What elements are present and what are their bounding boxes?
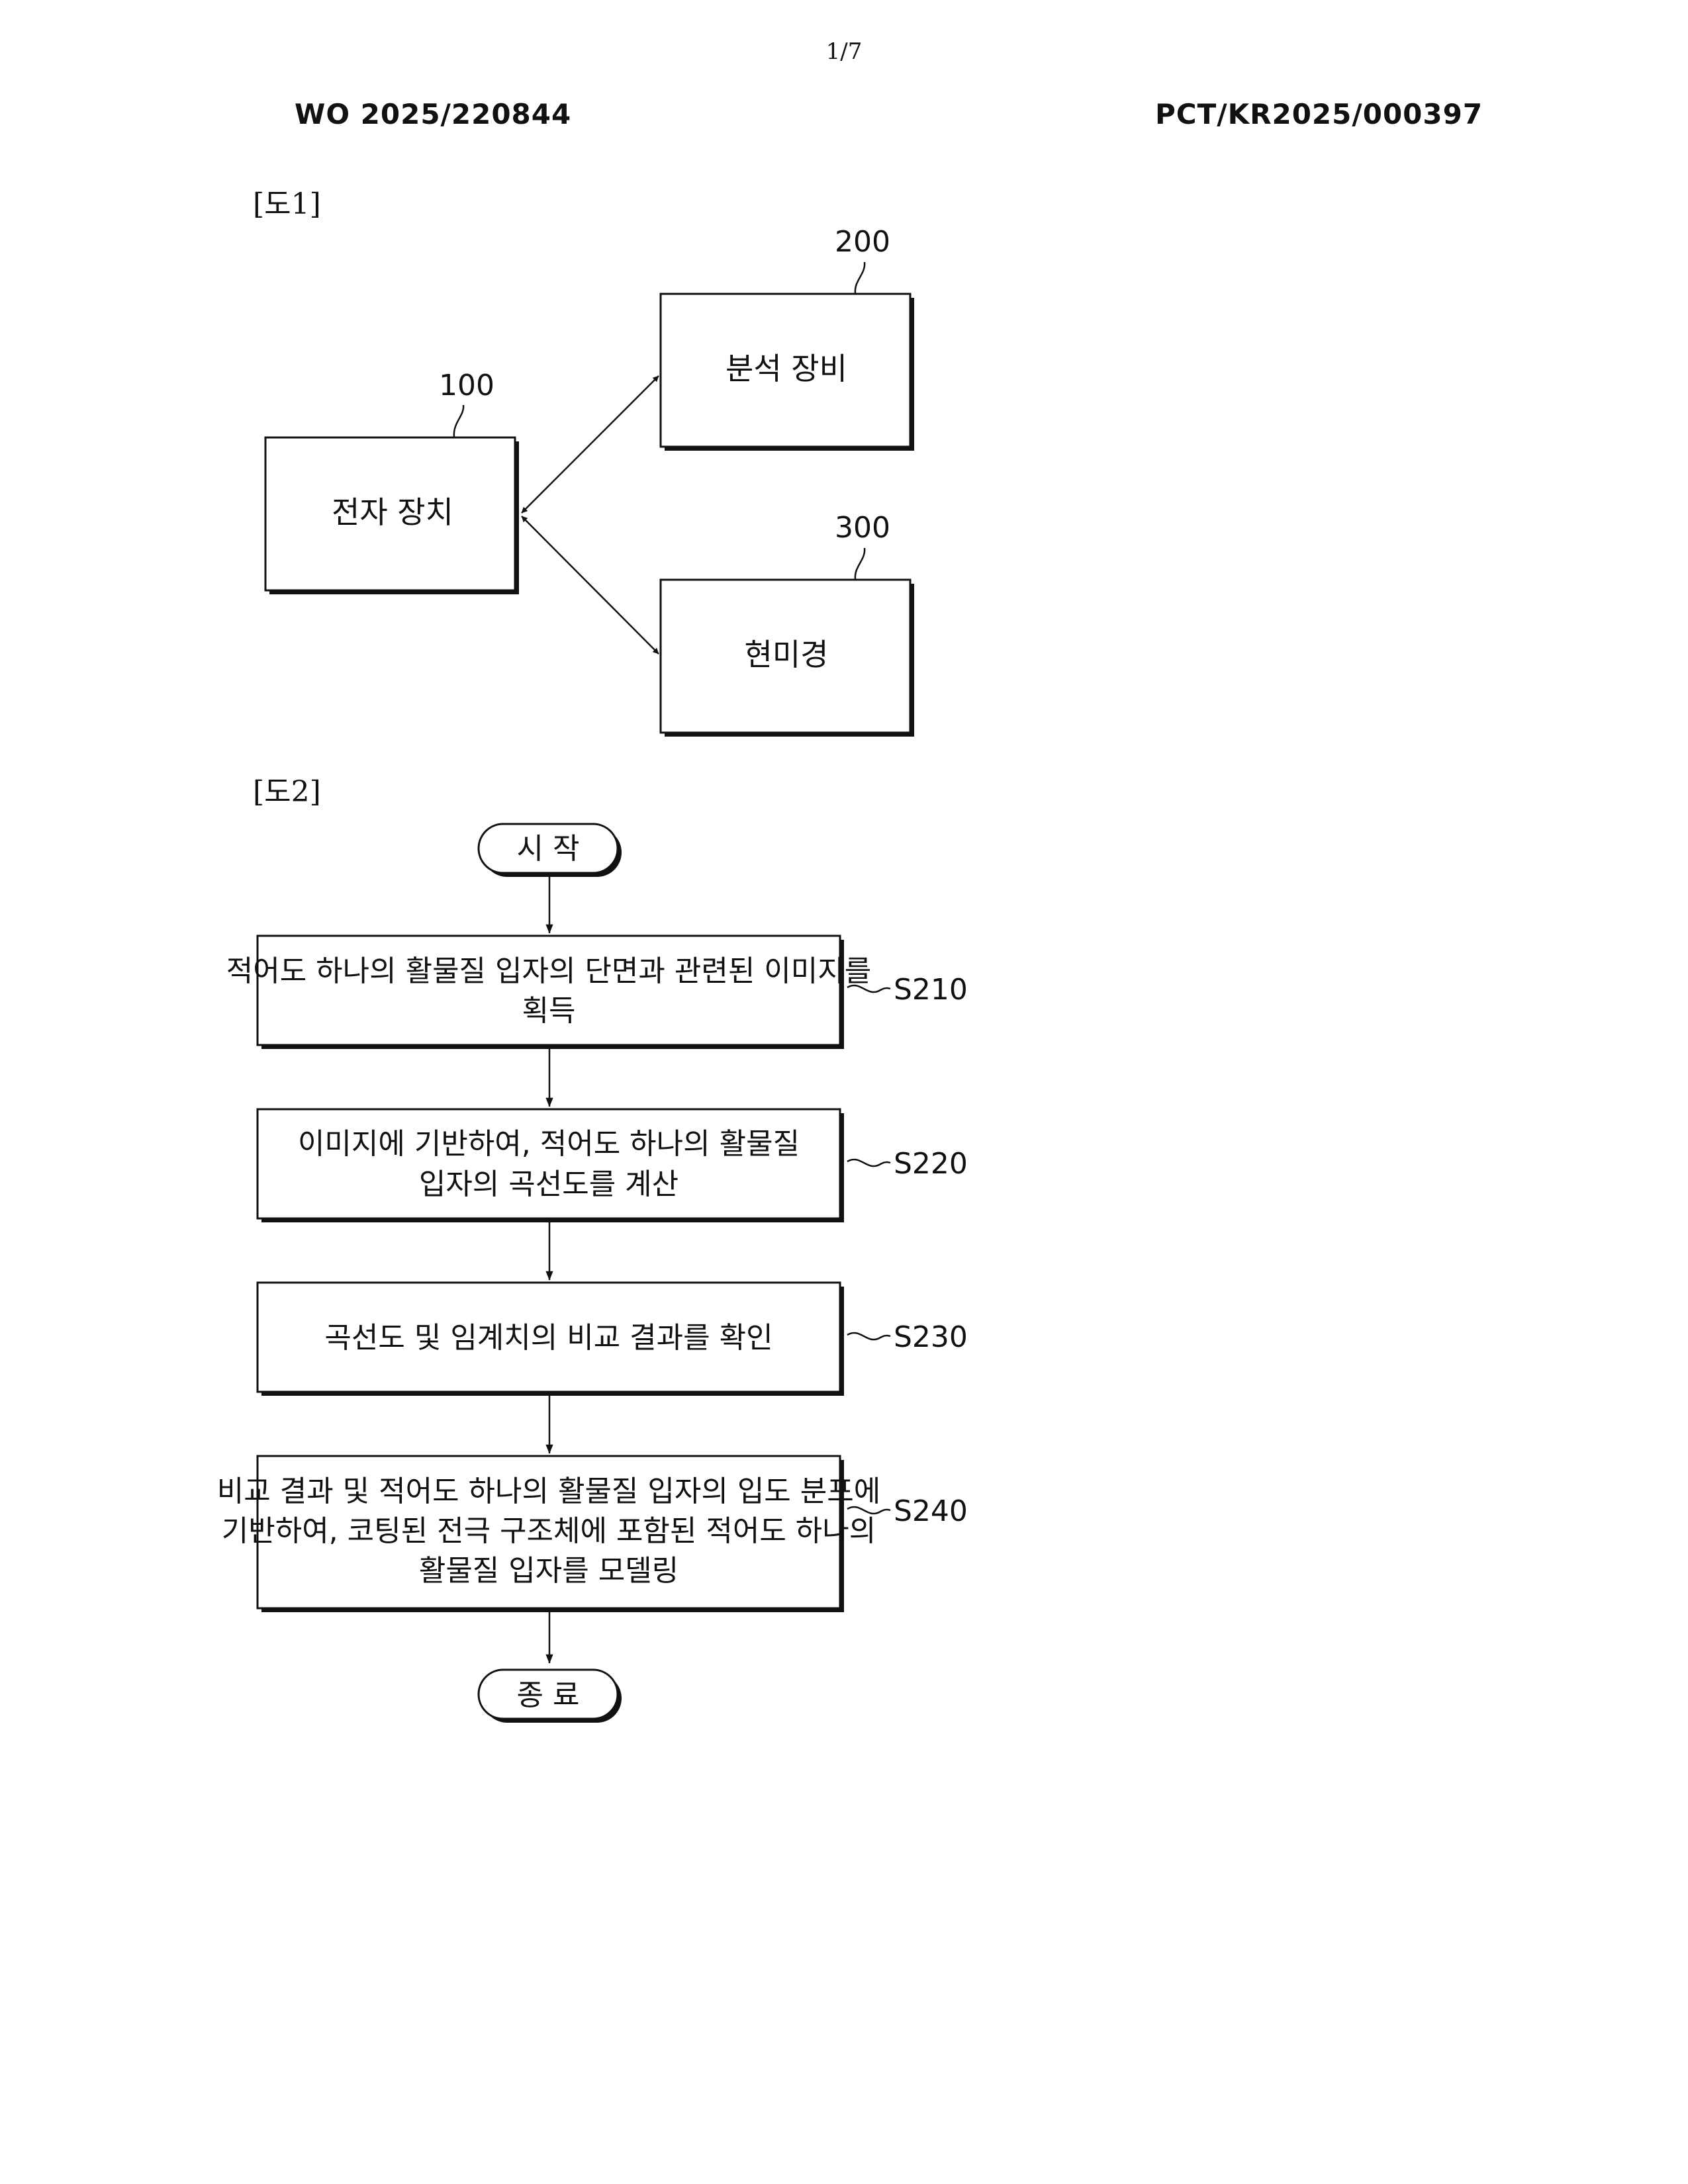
step-s240-line-3: 활물질 입자를 모델링 xyxy=(419,1554,679,1588)
end-label: 종 료 xyxy=(517,1678,580,1712)
end-terminator: 종 료 xyxy=(479,1670,622,1723)
step-s240: 비교 결과 및 적어도 하나의 활물질 입자의 입도 분포에 기반하여, 코팅된… xyxy=(217,1456,880,1612)
start-label: 시 작 xyxy=(517,832,580,866)
step-s220: 이미지에 기반하여, 적어도 하나의 활물질 입자의 곡선도를 계산 xyxy=(258,1109,844,1222)
step-code-s210: S210 xyxy=(894,973,968,1007)
step-s230: 곡선도 및 임계치의 비교 결과를 확인 xyxy=(258,1283,844,1396)
step-code-s230: S230 xyxy=(894,1320,968,1354)
leader-300 xyxy=(855,548,865,579)
leader-s220 xyxy=(847,1160,890,1166)
leader-200 xyxy=(855,262,865,293)
ref-300: 300 xyxy=(835,511,890,545)
box-electronic-device-label: 전자 장치 xyxy=(332,494,453,530)
step-s240-line-1: 비교 결과 및 적어도 하나의 활물질 입자의 입도 분포에 xyxy=(217,1475,880,1508)
start-terminator: 시 작 xyxy=(479,824,622,877)
box-electronic-device: 전자 장치 xyxy=(265,437,519,594)
step-s220-line-1: 이미지에 기반하여, 적어도 하나의 활물질 xyxy=(298,1127,800,1161)
step-code-s220: S220 xyxy=(894,1147,968,1181)
box-analysis-equipment-label: 분석 장비 xyxy=(726,351,847,387)
ref-200: 200 xyxy=(835,225,890,259)
link-device-microscope xyxy=(522,516,659,654)
step-s210-line-2: 획득 xyxy=(522,994,576,1028)
figure-2: 시 작 적어도 하나의 활물질 입자의 단면과 관련된 이미지를 획득 S210… xyxy=(217,824,968,1723)
leader-s230 xyxy=(847,1333,890,1340)
box-microscope: 현미경 xyxy=(661,580,914,737)
box-analysis-equipment: 분석 장비 xyxy=(661,294,914,451)
link-device-analysis xyxy=(522,376,659,513)
step-code-s240: S240 xyxy=(894,1494,968,1528)
step-s210: 적어도 하나의 활물질 입자의 단면과 관련된 이미지를 획득 xyxy=(226,936,871,1049)
figure-1: 전자 장치 100 분석 장비 200 현미경 300 xyxy=(265,225,914,737)
ref-100: 100 xyxy=(439,369,494,402)
step-s210-line-1: 적어도 하나의 활물질 입자의 단면과 관련된 이미지를 xyxy=(226,954,871,988)
step-s230-line-1: 곡선도 및 임계치의 비교 결과를 확인 xyxy=(324,1321,773,1355)
step-s220-line-2: 입자의 곡선도를 계산 xyxy=(419,1167,679,1201)
leader-100 xyxy=(454,405,463,437)
box-microscope-label: 현미경 xyxy=(745,637,829,672)
step-s240-line-2: 기반하여, 코팅된 전극 구조체에 포함된 적어도 하나의 xyxy=(222,1514,876,1548)
